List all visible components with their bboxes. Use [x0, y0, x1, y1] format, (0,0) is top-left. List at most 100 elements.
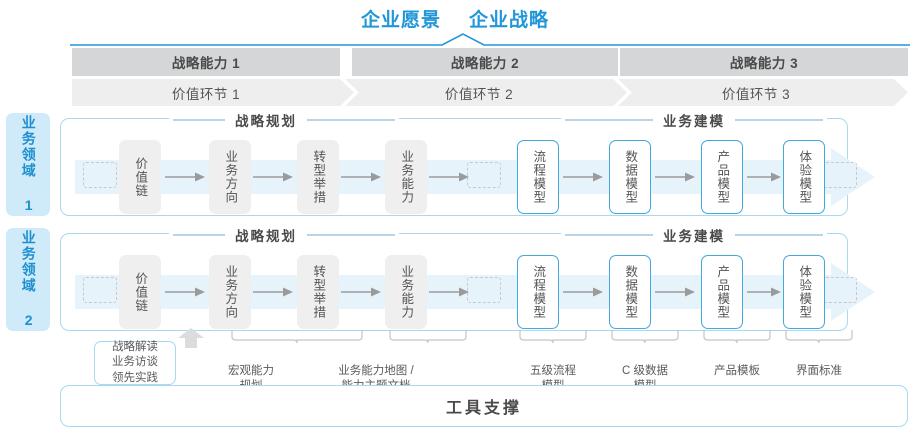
value-chain-cell-3: 价值环节 3 — [618, 79, 908, 106]
business-domain-2-label: 业务领域 2 — [20, 229, 37, 330]
node-label: 业务方向 — [223, 265, 238, 319]
node-process-model-2[interactable]: 流程模型 — [517, 255, 559, 329]
peak-divider-line — [70, 33, 910, 46]
value-chain-label-3: 价值环节 3 — [721, 86, 791, 102]
section-header-business-modeling-2: 业务建模 — [561, 225, 827, 245]
top-titles: 企业愿景 企业战略 — [0, 5, 910, 32]
node-label: 数据模型 — [623, 150, 638, 204]
flow-arrow-icon — [747, 172, 781, 182]
flow-arrow-icon — [253, 287, 293, 297]
node-experience-model-2[interactable]: 体验模型 — [783, 255, 825, 329]
stub-dashed-mid-1 — [467, 162, 501, 188]
business-domain-1-label: 业务领域 1 — [20, 114, 37, 215]
stub-dashed-mid-2 — [467, 277, 501, 303]
node-data-model-2[interactable]: 数据模型 — [609, 255, 651, 329]
flow-arrow-icon — [429, 287, 469, 297]
section-header-strategy-planning-1: 战略规划 — [169, 110, 399, 130]
node-value-chain-1[interactable]: 价值链 — [119, 140, 161, 214]
node-label: 转型举措 — [311, 150, 326, 204]
section-title-1b: 业务建模 — [663, 114, 725, 129]
section-header-strategy-planning-2: 战略规划 — [169, 225, 399, 245]
capability-label-2: 战略能力 2 — [450, 56, 520, 71]
flow-arrow-icon — [429, 172, 469, 182]
flow-arrow-icon — [341, 287, 381, 297]
node-label: 产品模型 — [715, 265, 730, 319]
capability-label-3: 战略能力 3 — [729, 56, 799, 71]
node-transformation-moves-2[interactable]: 转型举措 — [297, 255, 339, 329]
tool-label-text: 界面标准 — [796, 364, 842, 377]
flow-band-2 — [75, 263, 875, 321]
flow-arrow-icon — [655, 172, 695, 182]
header-rule-left — [173, 234, 225, 236]
flow-arrow-icon — [747, 287, 781, 297]
value-chain-label-1: 价值环节 1 — [171, 86, 241, 102]
node-product-model-1[interactable]: 产品模型 — [701, 140, 743, 214]
sidebar-item-business-domain-2[interactable]: 业务领域 2 — [6, 228, 50, 331]
tool-label-text: 战略解读 业务访谈 领先实践 — [112, 340, 158, 384]
stub-dashed-end-2 — [823, 277, 857, 303]
flow-band-1 — [75, 148, 875, 206]
stub-dashed-end-1 — [823, 162, 857, 188]
node-label: 数据模型 — [623, 265, 638, 319]
flow-arrow-icon — [165, 287, 205, 297]
value-chain-label-2: 价值环节 2 — [444, 86, 514, 102]
capability-bar-row: 战略能力 1 战略能力 2 战略能力 3 — [72, 48, 908, 76]
node-business-direction-1[interactable]: 业务方向 — [209, 140, 251, 214]
tool-label-text: 产品模板 — [714, 364, 760, 377]
tool-support-container: 工具支撑 — [60, 385, 908, 427]
node-value-chain-2[interactable]: 价值链 — [119, 255, 161, 329]
node-business-direction-2[interactable]: 业务方向 — [209, 255, 251, 329]
section-title-1a: 战略规划 — [235, 114, 297, 129]
header-rule-left — [565, 234, 653, 236]
flow-arrow-icon — [165, 172, 205, 182]
node-product-model-2[interactable]: 产品模型 — [701, 255, 743, 329]
tool-label-product-template: 产品模板 — [682, 348, 792, 379]
node-label: 价值链 — [133, 156, 148, 198]
node-label: 体验模型 — [797, 265, 812, 319]
stub-dashed-start-2 — [83, 277, 117, 303]
node-label: 产品模型 — [715, 150, 730, 204]
node-experience-model-1[interactable]: 体验模型 — [783, 140, 825, 214]
domain-panel-2: 战略规划 业务建模 价值链 业务方向 转型举措 业务能力 流程模型 数据模型 产… — [60, 225, 875, 331]
node-label: 体验模型 — [797, 150, 812, 204]
tool-label-strategy-interpretation: 战略解读 业务访谈 领先实践 — [94, 341, 176, 385]
tool-support-label: 工具支撑 — [445, 400, 522, 417]
capability-cell-1: 战略能力 1 — [72, 48, 340, 76]
flow-arrow-icon — [563, 172, 603, 182]
section-header-business-modeling-1: 业务建模 — [561, 110, 827, 130]
node-label: 业务方向 — [223, 150, 238, 204]
flow-arrow-icon — [563, 287, 603, 297]
value-chain-cell-2: 价值环节 2 — [345, 79, 627, 106]
node-transformation-moves-1[interactable]: 转型举措 — [297, 140, 339, 214]
stub-dashed-start-1 — [83, 162, 117, 188]
value-chain-cell-1: 价值环节 1 — [72, 79, 354, 106]
header-rule-right — [735, 119, 823, 121]
section-title-2a: 战略规划 — [235, 229, 297, 244]
node-business-capability-1[interactable]: 业务能力 — [385, 140, 427, 214]
capability-cell-2: 战略能力 2 — [352, 48, 618, 76]
section-title-2b: 业务建模 — [663, 229, 725, 244]
node-label: 流程模型 — [531, 150, 546, 204]
node-label: 价值链 — [133, 271, 148, 313]
flow-arrow-icon — [655, 287, 695, 297]
node-label: 业务能力 — [399, 265, 414, 319]
value-chain-row: 价值环节 1 价值环节 2 价值环节 3 — [72, 79, 908, 106]
node-process-model-1[interactable]: 流程模型 — [517, 140, 559, 214]
header-rule-right — [307, 119, 395, 121]
node-data-model-1[interactable]: 数据模型 — [609, 140, 651, 214]
sidebar-item-business-domain-1[interactable]: 业务领域 1 — [6, 113, 50, 216]
header-rule-left — [173, 119, 225, 121]
node-label: 业务能力 — [399, 150, 414, 204]
node-business-capability-2[interactable]: 业务能力 — [385, 255, 427, 329]
title-enterprise-vision: 企业愿景 — [360, 10, 441, 31]
domain-panel-1: 战略规划 业务建模 价值链 业务方向 转型举措 业务能力 流程模型 数据模型 产… — [60, 110, 875, 216]
title-enterprise-strategy: 企业战略 — [469, 10, 550, 31]
capability-label-1: 战略能力 1 — [171, 56, 241, 71]
header-rule-left — [565, 119, 653, 121]
header-rule-right — [735, 234, 823, 236]
brace-connectors — [178, 328, 853, 348]
node-label: 流程模型 — [531, 265, 546, 319]
tool-label-ui-standard: 界面标准 — [764, 348, 874, 379]
flow-arrow-icon — [341, 172, 381, 182]
